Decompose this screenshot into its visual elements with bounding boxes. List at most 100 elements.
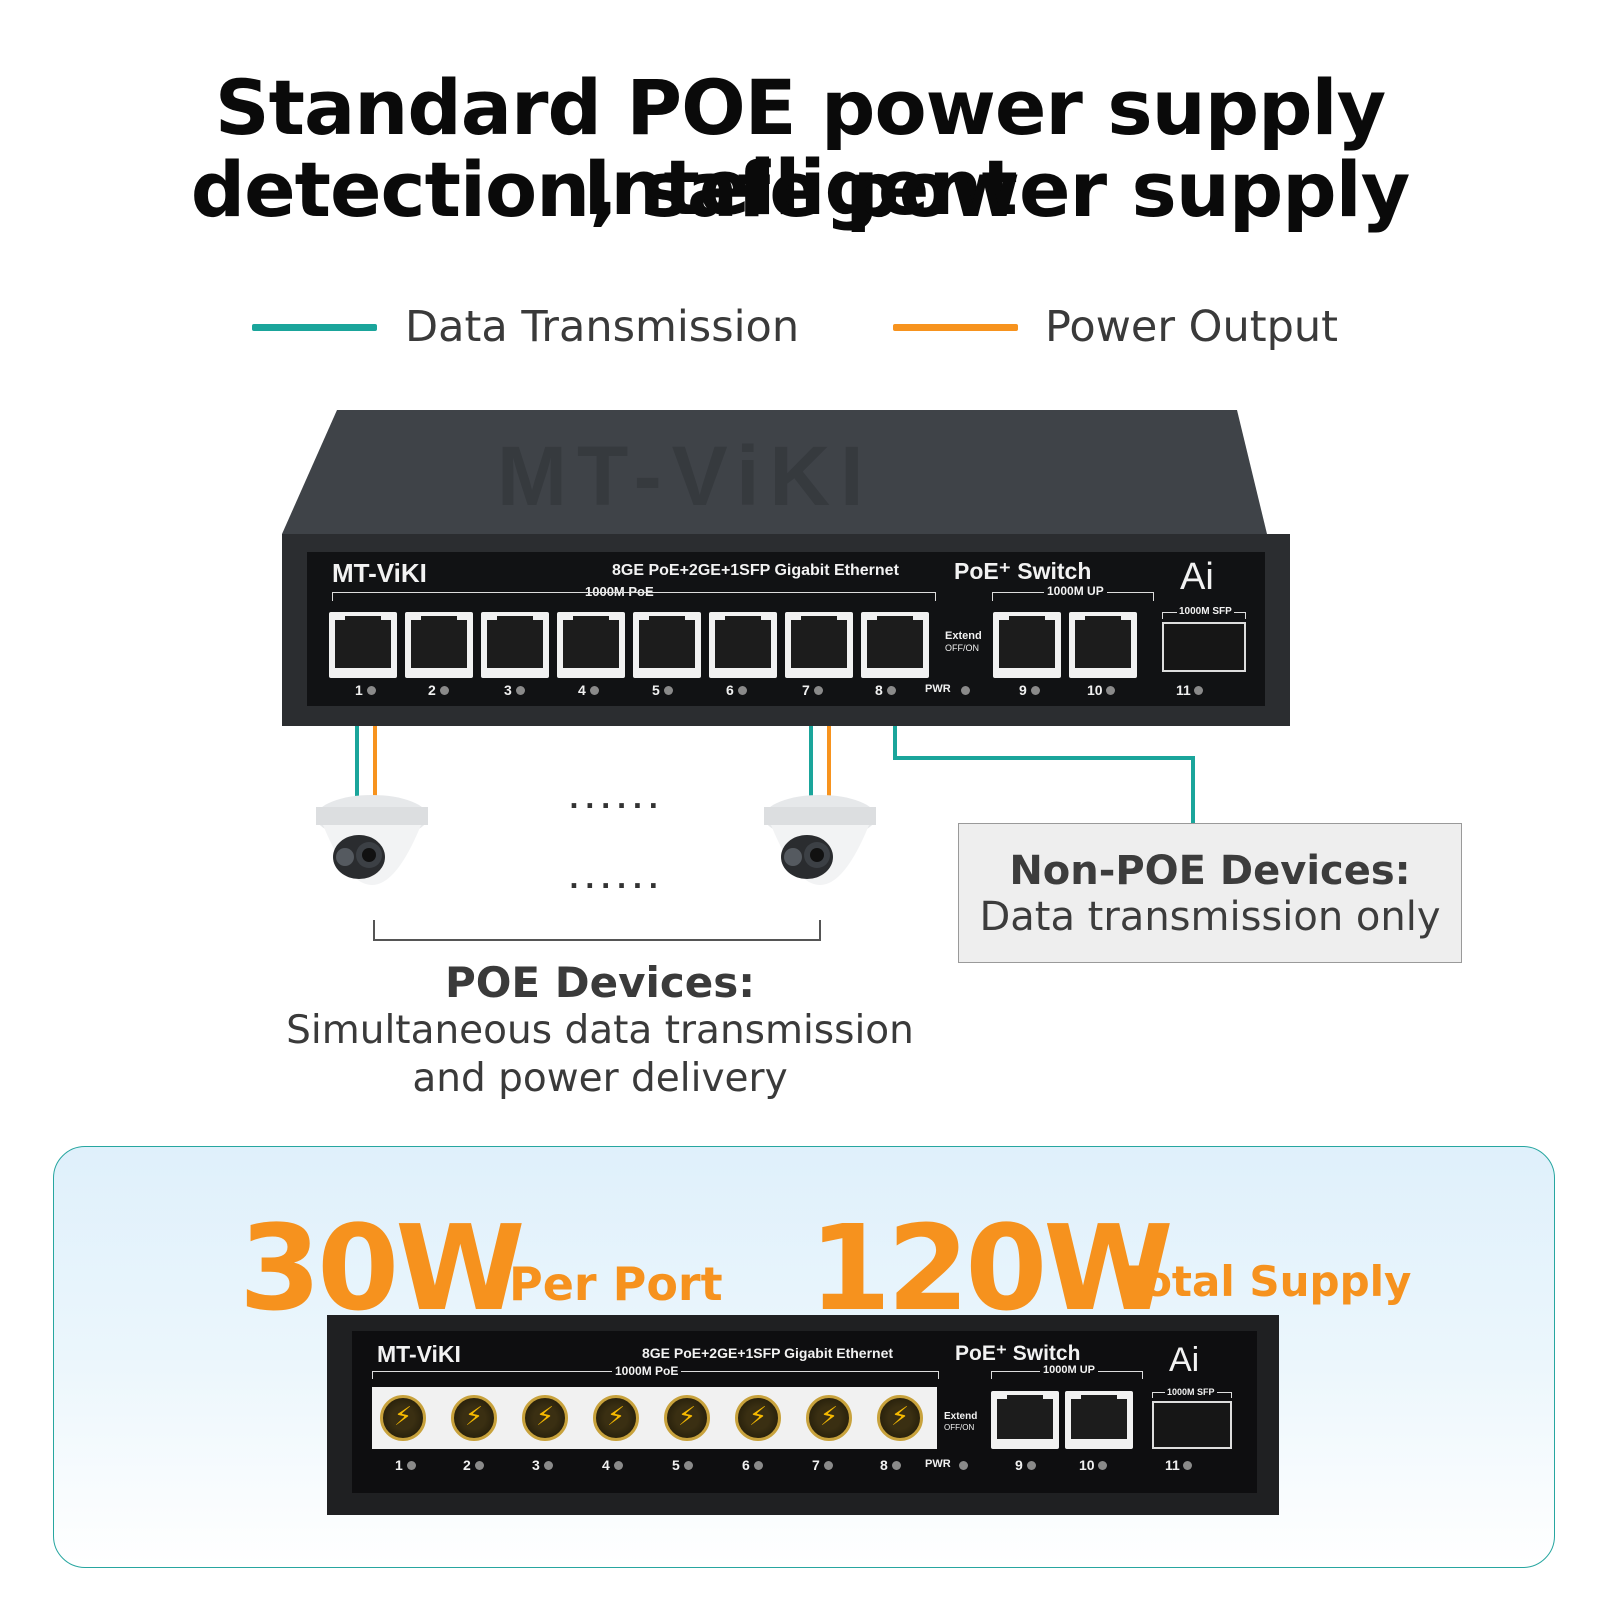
front-port-led-5 <box>684 1461 693 1470</box>
ethernet-port-3 <box>481 612 549 678</box>
poe-devices-title: POE Devices: <box>444 958 756 1007</box>
extend-switch-label: Extend <box>945 630 982 642</box>
port-led-2 <box>440 686 449 695</box>
switch-group-sfp: 1000M SFP <box>1177 606 1234 617</box>
ethernet-port-10 <box>1069 612 1137 678</box>
page-title-line2: detection, safe power supply <box>190 145 1411 234</box>
front-ethernet-port-9 <box>991 1391 1059 1449</box>
poe-switch-top: MT-ViKI MT-ViKI 8GE PoE+2GE+1SFP Gigabit… <box>282 410 1290 726</box>
port-led-5 <box>664 686 673 695</box>
front-port-number-5: 5 <box>672 1457 680 1473</box>
ethernet-port-4 <box>557 612 625 678</box>
page-title-line1: Standard POE power supply Intelligent <box>214 63 1386 232</box>
poe-camera-icon-2 <box>764 795 876 885</box>
non-poe-description: Data transmission only <box>979 894 1441 940</box>
extend-switch-state: OFF/ON <box>945 643 979 653</box>
front-ai-label: Ai <box>1169 1341 1200 1379</box>
front-extend-state: OFF/ON <box>944 1423 975 1432</box>
front-port-number-6: 6 <box>742 1457 750 1473</box>
poe-port-lightning-icon-6: ⚡ <box>735 1395 781 1441</box>
group-poe-bracket <box>332 592 936 601</box>
poe-port-lightning-icon-8: ⚡ <box>877 1395 923 1441</box>
power-specs-panel: 30W Per Port 120W Total Supply MT-ViKI 8… <box>53 1146 1555 1568</box>
ethernet-port-5 <box>633 612 701 678</box>
switch-ai-label: Ai <box>1180 556 1214 598</box>
ethernet-port-1 <box>329 612 397 678</box>
poe-port-lightning-icon-7: ⚡ <box>806 1395 852 1441</box>
front-port-number-10: 10 <box>1079 1457 1095 1473</box>
port-led-6 <box>738 686 747 695</box>
front-product-name: PoE⁺ Switch <box>955 1342 1081 1365</box>
port-number-4: 4 <box>578 682 586 698</box>
front-extend-label: Extend <box>944 1411 978 1422</box>
pwr-label: PWR <box>925 683 951 695</box>
pwr-led <box>961 686 970 695</box>
port-led-9 <box>1031 686 1040 695</box>
front-port-number-9: 9 <box>1015 1457 1023 1473</box>
front-port-number-4: 4 <box>602 1457 610 1473</box>
port-number-10: 10 <box>1087 682 1103 698</box>
front-port-led-2 <box>475 1461 484 1470</box>
switch-top-logo: MT-ViKI <box>497 429 874 523</box>
port-led-1 <box>367 686 376 695</box>
port-number-11: 11 <box>1176 682 1191 698</box>
ethernet-port-9 <box>993 612 1061 678</box>
ellipsis-lower: ...... <box>569 865 665 895</box>
ethernet-port-8 <box>861 612 929 678</box>
front-group-poe: 1000M PoE <box>612 1364 682 1378</box>
switch-model-desc: 8GE PoE+2GE+1SFP Gigabit Ethernet <box>612 562 899 579</box>
switch-product-name: PoE⁺ Switch <box>954 558 1092 584</box>
front-port-number-8: 8 <box>880 1457 888 1473</box>
poe-camera-icon-1 <box>316 795 428 885</box>
per-port-value: 30W <box>239 1199 525 1337</box>
poe-port-lightning-icon-4: ⚡ <box>593 1395 639 1441</box>
non-poe-title: Non-POE Devices: <box>1009 848 1411 894</box>
front-port-led-6 <box>754 1461 763 1470</box>
front-port-number-11: 11 <box>1165 1457 1180 1473</box>
port-number-5: 5 <box>652 682 660 698</box>
non-poe-devices-box: Non-POE Devices: Data transmission only <box>958 823 1462 963</box>
front-sfp-port-11 <box>1152 1401 1232 1449</box>
port-number-8: 8 <box>875 682 883 698</box>
poe-port-lightning-icon-3: ⚡ <box>522 1395 568 1441</box>
data-transmission-legend-label: Data Transmission <box>405 302 800 352</box>
switch-group-up: 1000M UP <box>1044 584 1107 598</box>
front-port-led-3 <box>544 1461 553 1470</box>
port-led-11 <box>1194 686 1203 695</box>
front-port-number-2: 2 <box>463 1457 471 1473</box>
power-output-legend-line <box>893 324 1018 331</box>
front-pwr-led <box>959 1461 968 1470</box>
per-port-label: Per Port <box>509 1257 723 1311</box>
connection-cables <box>355 726 1195 941</box>
poe-port-lightning-icon-5: ⚡ <box>664 1395 710 1441</box>
front-port-led-10 <box>1098 1461 1107 1470</box>
front-port-led-7 <box>824 1461 833 1470</box>
front-model-desc: 8GE PoE+2GE+1SFP Gigabit Ethernet <box>642 1345 894 1361</box>
front-group-sfp: 1000M SFP <box>1165 1387 1217 1397</box>
front-pwr-label: PWR <box>925 1458 951 1470</box>
total-supply-value: 120W <box>809 1199 1173 1337</box>
poe-devices-line1: Simultaneous data transmission <box>286 1008 914 1053</box>
port-number-7: 7 <box>802 682 810 698</box>
ethernet-port-2 <box>405 612 473 678</box>
front-port-led-11 <box>1183 1461 1192 1470</box>
port-led-10 <box>1106 686 1115 695</box>
poe-switch-front: MT-ViKI 8GE PoE+2GE+1SFP Gigabit Etherne… <box>327 1315 1279 1515</box>
port-number-9: 9 <box>1019 682 1027 698</box>
ethernet-port-6 <box>709 612 777 678</box>
ethernet-port-7 <box>785 612 853 678</box>
port-number-1: 1 <box>355 682 363 698</box>
port-number-3: 3 <box>504 682 512 698</box>
front-brand: MT-ViKI <box>377 1341 461 1367</box>
switch-brand: MT-ViKI <box>332 558 427 588</box>
ellipsis-upper: ...... <box>569 785 665 815</box>
switch-group-poe: 1000M PoE <box>582 584 657 599</box>
total-supply-label: Total Supply <box>1120 1257 1412 1306</box>
front-port-led-8 <box>892 1461 901 1470</box>
poe-port-lightning-icon-1: ⚡ <box>380 1395 426 1441</box>
data-transmission-legend-line <box>252 324 377 331</box>
power-output-legend-label: Power Output <box>1045 302 1339 352</box>
front-port-led-1 <box>407 1461 416 1470</box>
port-number-6: 6 <box>726 682 734 698</box>
port-led-3 <box>516 686 525 695</box>
